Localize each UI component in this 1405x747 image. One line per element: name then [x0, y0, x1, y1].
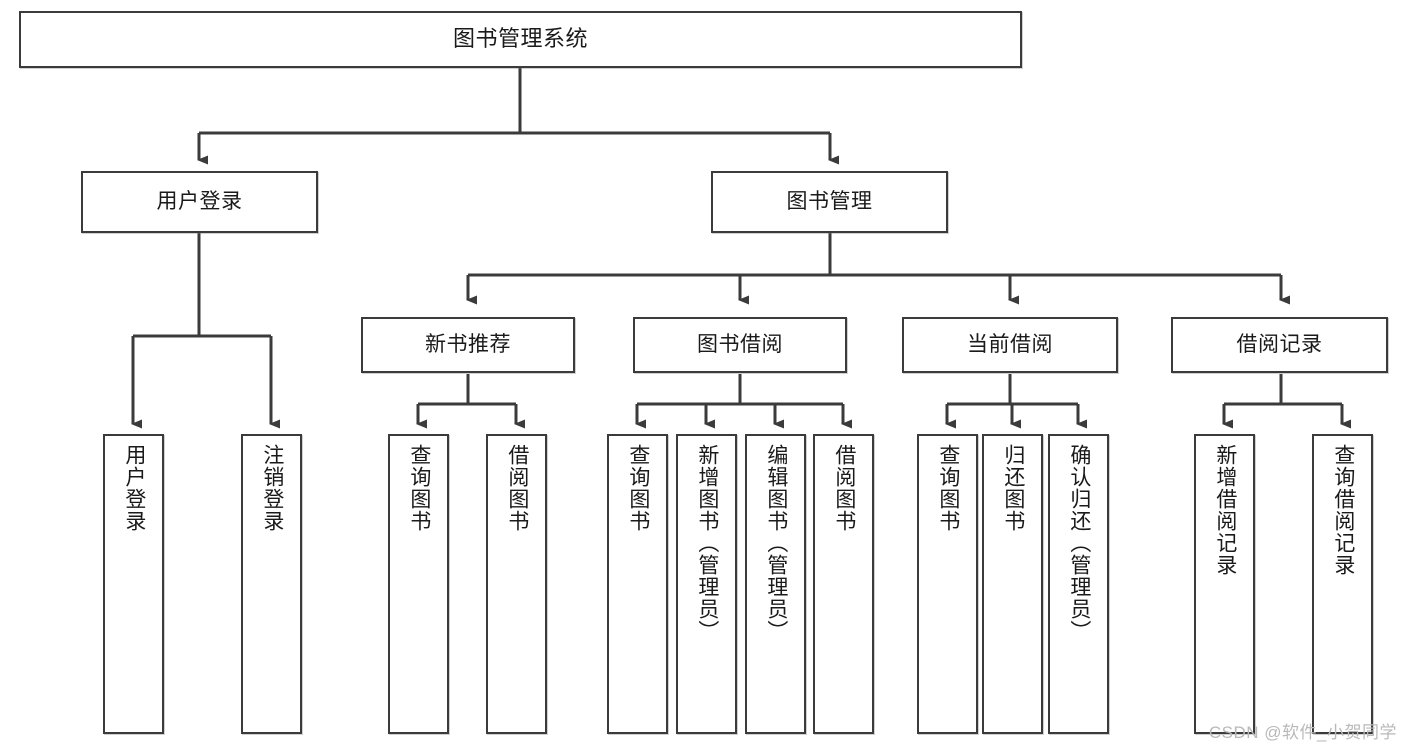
node-label: 借阅图书 [505, 444, 529, 532]
node-label: 查询图书 [936, 444, 960, 532]
node-label: 当前借阅 [967, 333, 1053, 357]
node-book-management[interactable]: 图书管理 [711, 171, 948, 233]
leaf-borrow-edit-book-admin[interactable]: 编辑图书（管理员） [745, 434, 806, 734]
node-label: 用户登录 [156, 190, 243, 214]
leaf-recommend-borrow-book[interactable]: 借阅图书 [486, 434, 547, 734]
node-label: 图书管理 [786, 190, 873, 214]
watermark: CSDN @软件_小贺同学 [1208, 723, 1397, 742]
node-label: 图书借阅 [697, 333, 783, 357]
node-root-book-management-system[interactable]: 图书管理系统 [19, 11, 1022, 68]
node-user-login[interactable]: 用户登录 [81, 171, 318, 233]
leaf-current-return-book[interactable]: 归还图书 [982, 434, 1043, 734]
node-label: 用户登录 [122, 444, 146, 532]
node-current-borrow[interactable]: 当前借阅 [902, 317, 1118, 373]
leaf-recommend-query-book[interactable]: 查询图书 [388, 434, 449, 734]
node-label: 查询图书 [626, 444, 650, 532]
node-label: 确认归还（管理员） [1067, 444, 1091, 642]
leaf-borrow-query-book[interactable]: 查询图书 [607, 434, 668, 734]
leaf-current-query-book[interactable]: 查询图书 [917, 434, 978, 734]
node-borrow-records[interactable]: 借阅记录 [1171, 317, 1388, 373]
node-book-borrow[interactable]: 图书借阅 [633, 317, 847, 373]
node-label: 新书推荐 [425, 333, 511, 357]
node-label: 借阅图书 [832, 444, 856, 532]
node-label: 图书管理系统 [452, 26, 588, 52]
node-label: 注销登录 [260, 444, 284, 532]
node-label: 查询图书 [407, 444, 431, 532]
node-label: 新增图书（管理员） [695, 444, 719, 642]
leaf-user-login[interactable]: 用户登录 [103, 434, 164, 734]
leaf-logout-login[interactable]: 注销登录 [241, 434, 302, 734]
node-label: 编辑图书（管理员） [764, 444, 788, 642]
node-label: 归还图书 [1001, 444, 1025, 532]
leaf-records-query-record[interactable]: 查询借阅记录 [1312, 434, 1373, 734]
node-new-book-recommend[interactable]: 新书推荐 [361, 317, 575, 373]
node-label: 借阅记录 [1236, 333, 1323, 357]
node-label: 查询借阅记录 [1331, 444, 1355, 576]
leaf-borrow-borrow-book[interactable]: 借阅图书 [813, 434, 874, 734]
leaf-borrow-add-book-admin[interactable]: 新增图书（管理员） [676, 434, 737, 734]
node-label: 新增借阅记录 [1213, 444, 1237, 576]
leaf-records-add-record[interactable]: 新增借阅记录 [1194, 434, 1255, 734]
leaf-current-confirm-return-admin[interactable]: 确认归还（管理员） [1048, 434, 1109, 734]
